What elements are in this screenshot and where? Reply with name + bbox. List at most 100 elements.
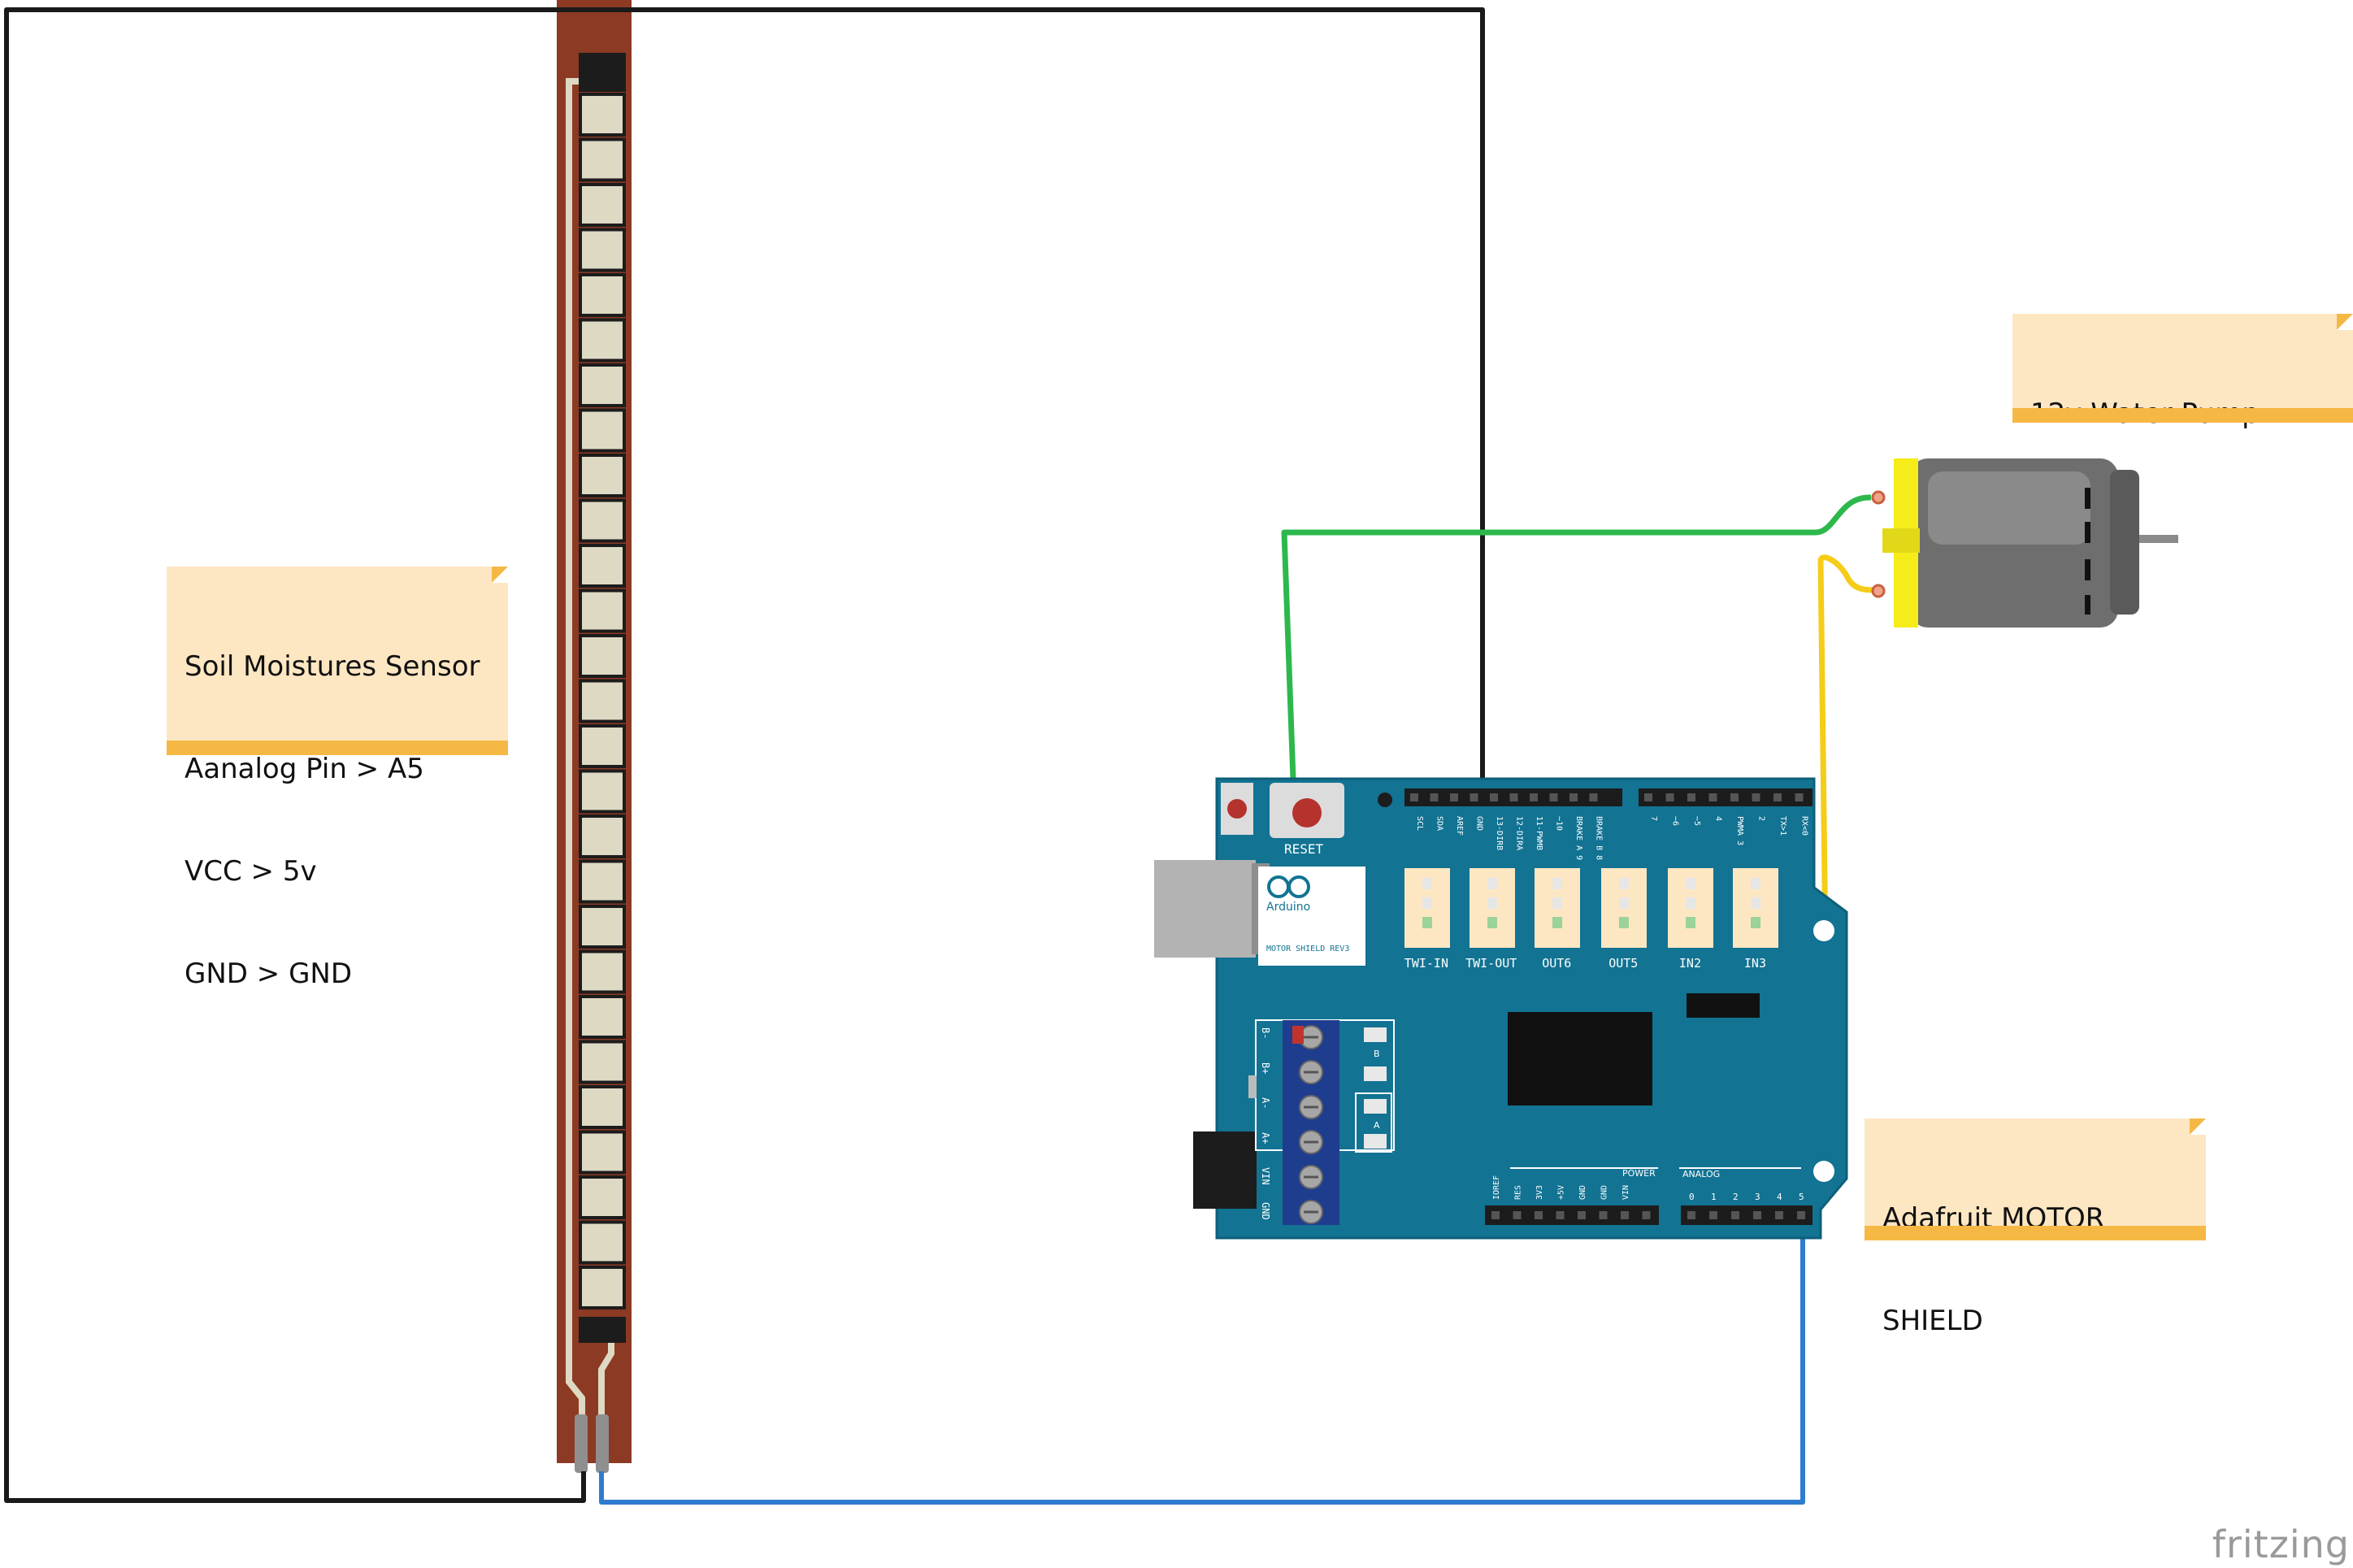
sensor-pad	[579, 183, 626, 227]
small-reset-dot	[1227, 799, 1247, 819]
header-pin-label: SCL	[1415, 816, 1424, 831]
connector-pin	[1686, 897, 1695, 909]
header-digital-pins	[1410, 793, 1804, 801]
wire-motor-positive[interactable]	[1281, 494, 1873, 1027]
header-pin	[1589, 793, 1598, 801]
connector-pin	[1619, 917, 1629, 928]
header-pin-label: 2	[1757, 816, 1766, 821]
sensor-pad	[579, 1040, 626, 1084]
sensor-pad	[579, 589, 626, 633]
arduino-logo-plus-icon	[1287, 875, 1310, 898]
tinkerkit-connector-label: OUT5	[1608, 956, 1638, 971]
header-pin	[1621, 1211, 1629, 1219]
header-pin	[1687, 1211, 1695, 1219]
header-pin-label: 12-DIRA	[1515, 816, 1524, 850]
soil-moisture-sensor[interactable]	[557, 0, 632, 1473]
header-pin-label: SDA	[1435, 816, 1444, 831]
note-fold	[492, 567, 508, 583]
connector-pin	[1552, 917, 1562, 928]
header-pin-label: ~6	[1671, 816, 1680, 826]
header-pin-label: AREF	[1455, 816, 1464, 836]
terminal-label: B-	[1260, 1027, 1271, 1039]
wire-signal-a5[interactable]	[599, 1211, 1805, 1505]
note-fold	[2337, 314, 2353, 330]
power-pin-label: VIN	[1621, 1185, 1630, 1200]
reset-button-cap[interactable]	[1292, 798, 1322, 827]
note-motor-shield-line-2: SHIELD	[1882, 1305, 1983, 1337]
terminal-marker	[1292, 1026, 1304, 1044]
header-pin	[1491, 1211, 1500, 1219]
connector-pin	[1619, 897, 1629, 909]
header-pin-label: 13-DIRB	[1495, 816, 1504, 850]
header-pin-label: ~5	[1692, 816, 1701, 826]
sensor-pad	[579, 408, 626, 453]
note-soil-sensor-line-2: Aanalog Pin > A5	[185, 753, 424, 785]
connector-pin	[1686, 917, 1695, 928]
led-a-bottom	[1364, 1134, 1387, 1149]
screw-terminal-block[interactable]	[1283, 1020, 1339, 1225]
header-pin	[1709, 1211, 1717, 1219]
motor-vent-3	[2085, 559, 2090, 580]
motor-vent-2	[2085, 522, 2090, 543]
header-pin	[1642, 1211, 1651, 1219]
header-pin	[1490, 793, 1498, 801]
motor-terminal-positive[interactable]	[1871, 490, 1886, 505]
connector-pin	[1751, 897, 1760, 909]
fritzing-watermark: fritzing	[2212, 1522, 2350, 1566]
led-b-bottom	[1364, 1066, 1387, 1081]
header-pin-label: BRAKE A 9	[1574, 816, 1583, 860]
note-soil-sensor[interactable]: Soil Moistures Sensor Aanalog Pin > A5 V…	[167, 567, 508, 990]
header-pin	[1665, 793, 1674, 801]
motor-vent-4	[2085, 595, 2090, 615]
sensor-pin-gnd[interactable]	[575, 1414, 588, 1473]
wire-gnd[interactable]	[4, 7, 1485, 1503]
power-pin-label: 3V3	[1535, 1185, 1544, 1200]
note-soil-sensor-line-1: Soil Moistures Sensor	[185, 650, 480, 683]
terminal-label: VIN	[1260, 1167, 1271, 1185]
power-label: POWER	[1622, 1168, 1656, 1179]
note-water-pump[interactable]: 12v Water Pump	[2012, 314, 2353, 430]
header-pin	[1644, 793, 1652, 801]
header-pin	[1708, 793, 1717, 801]
note-bar	[1865, 1226, 2206, 1240]
screw-terminals	[1299, 1025, 1323, 1224]
sensor-pad	[579, 949, 626, 994]
header-pin	[1773, 793, 1782, 801]
header-pin	[1513, 1211, 1522, 1219]
analog-pin-label: 1	[1711, 1192, 1717, 1202]
terminal-label: A+	[1260, 1132, 1271, 1144]
header-pin	[1410, 793, 1418, 801]
water-pump-motor[interactable]	[1871, 458, 2178, 628]
sensor-pad	[579, 1130, 626, 1175]
connector-pin	[1422, 917, 1432, 928]
sensor-pads	[579, 93, 626, 1310]
sensor-trace-left	[566, 78, 588, 1418]
header-pin	[1753, 1211, 1761, 1219]
connector-pin	[1487, 878, 1497, 889]
sensor-pad	[579, 679, 626, 723]
sensor-pin-signal[interactable]	[596, 1414, 609, 1473]
header-digital-low	[1639, 788, 1813, 806]
header-power	[1485, 1205, 1659, 1225]
sensor-pad	[579, 859, 626, 904]
header-pin-label: 4	[1714, 816, 1723, 821]
reset-label: RESET	[1284, 841, 1324, 857]
wire-motor-negative[interactable]	[1310, 554, 1878, 1076]
sensor-pad	[579, 498, 626, 543]
sensor-pad	[579, 1085, 626, 1129]
header-pin	[1549, 793, 1558, 801]
sensor-pad	[579, 273, 626, 317]
usb-connector	[1154, 860, 1256, 958]
channel-b-label: B	[1374, 1049, 1380, 1059]
header-pin-label: RX<0	[1800, 816, 1809, 836]
motor-terminal-negative[interactable]	[1871, 584, 1886, 598]
led-a-top	[1364, 1099, 1387, 1114]
header-pin-label: 7	[1649, 816, 1658, 821]
note-motor-shield[interactable]: Adafruit MOTOR SHIELD	[1865, 1118, 2206, 1337]
sensor-pad	[579, 814, 626, 858]
analog-label: ANALOG	[1682, 1169, 1720, 1179]
note-bar	[2012, 408, 2353, 423]
